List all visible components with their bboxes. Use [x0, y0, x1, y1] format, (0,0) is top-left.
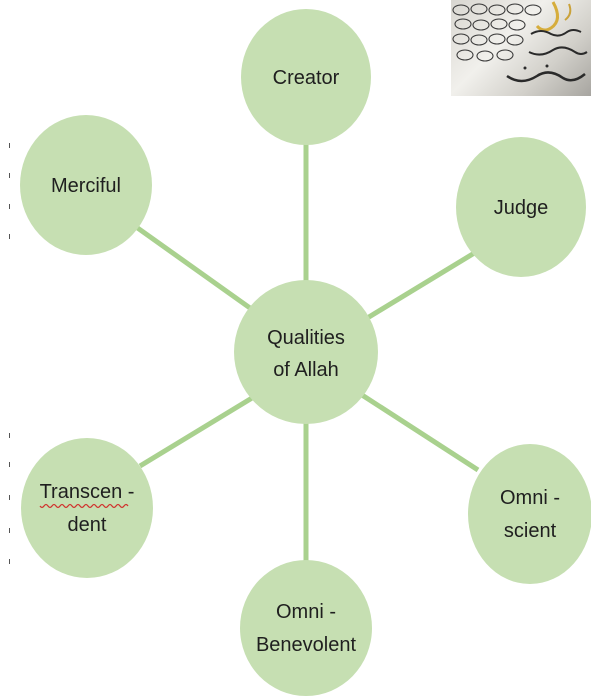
node-omnibenevolent-label-1: Omni - — [276, 601, 336, 623]
margin-tick — [9, 495, 10, 500]
node-omniscient: Omni - scient — [468, 444, 591, 584]
connector-merciful — [130, 221, 252, 311]
margin-tick — [9, 559, 10, 564]
node-center: Qualities of Allah — [234, 280, 378, 424]
margin-tick — [9, 528, 10, 533]
margin-tick — [9, 433, 10, 438]
calligraphy-photo — [451, 0, 591, 96]
margin-tick — [9, 173, 10, 178]
connector-transcendent — [138, 395, 254, 469]
calligraphy-icon — [452, 1, 588, 83]
node-merciful: Merciful — [20, 115, 152, 255]
node-creator-label: Creator — [273, 67, 340, 89]
node-transcendent-label-1: Transcen - — [40, 481, 135, 503]
margin-tick — [9, 234, 10, 239]
margin-tick — [9, 204, 10, 209]
node-judge: Judge — [456, 137, 586, 277]
node-omniscient-label-2: scient — [504, 520, 557, 542]
node-omnibenevolent: Omni - Benevolent — [240, 560, 372, 696]
node-transcendent: Transcen - dent — [21, 438, 153, 578]
node-creator: Creator — [241, 9, 371, 145]
node-omnibenevolent-label-2: Benevolent — [256, 634, 357, 656]
node-omniscient-label-1: Omni - — [500, 487, 560, 509]
margin-tick — [9, 462, 10, 467]
center-label-2: of Allah — [273, 359, 339, 381]
center-label-1: Qualities — [267, 327, 345, 349]
connector-omniscient — [360, 392, 480, 473]
node-transcendent-label-2: dent — [68, 514, 107, 536]
margin-tick — [9, 143, 10, 148]
connector-judge — [362, 249, 478, 323]
spellcheck-underline — [39, 503, 129, 509]
node-judge-label: Judge — [494, 197, 549, 219]
node-merciful-label: Merciful — [51, 175, 121, 197]
